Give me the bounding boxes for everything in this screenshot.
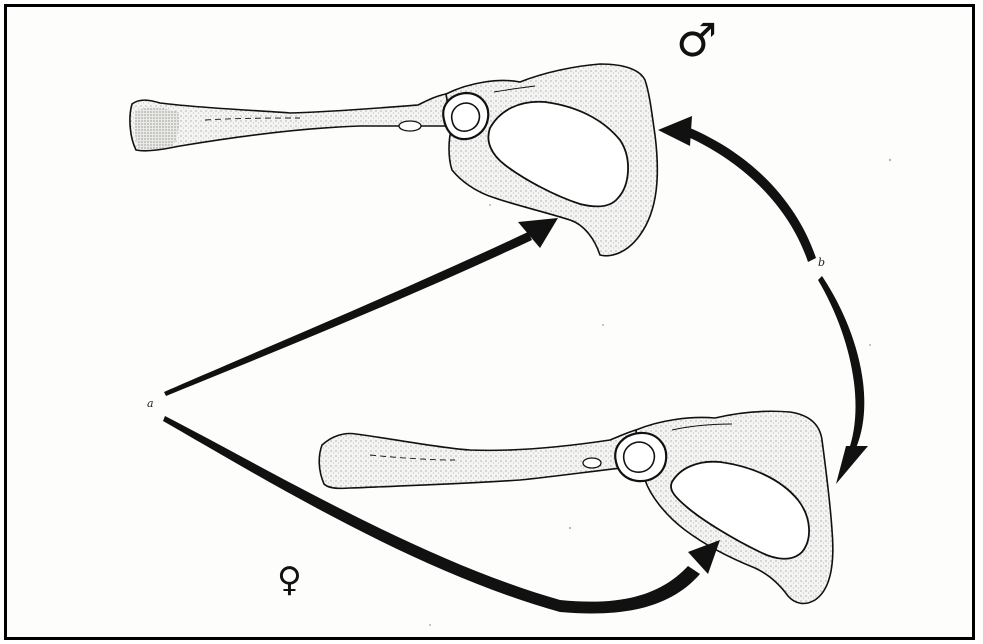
male-symbol: ♂ [676,17,717,63]
arrow-a-to-female-head [688,540,720,574]
label-a: a [147,398,154,409]
female-symbol: ♀ [277,563,302,597]
male-pubis-end-shading [135,108,179,149]
arrow-b-to-male-shaft [686,128,816,262]
male-hip-bone [130,64,657,256]
female-hip-bone [319,411,833,603]
arrow-b-to-female-head [836,446,868,484]
arrow-b-to-female-shaft [818,276,864,452]
label-b: b [818,257,825,268]
arrow-b-to-male-head [658,116,692,146]
female-foramen-notch [583,458,601,468]
male-foramen-notch [399,121,421,131]
male-acetabulum-outer [443,93,488,139]
arrow-a-to-male-shaft [164,232,532,396]
